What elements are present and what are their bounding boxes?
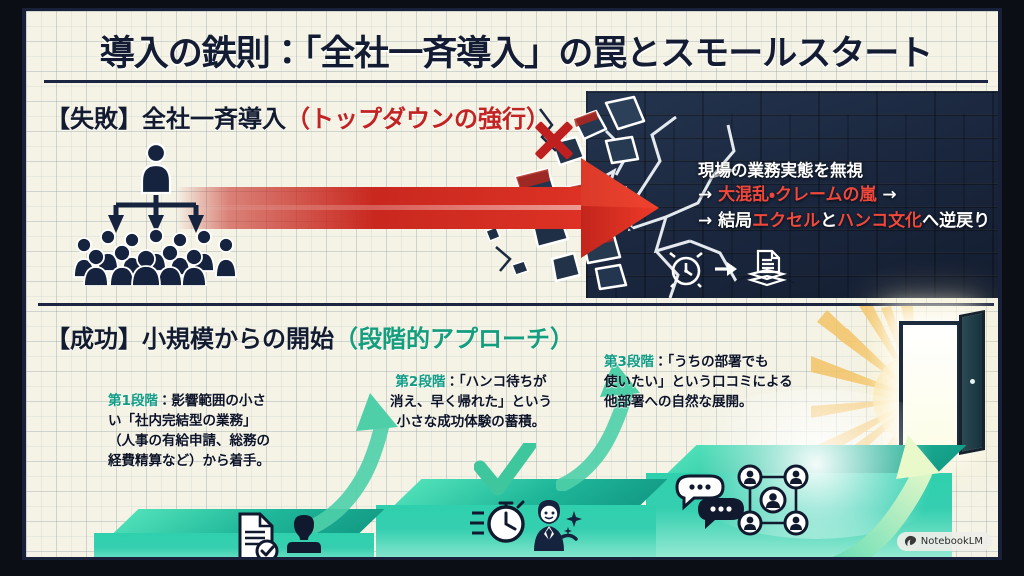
step-2-text: 第2段階：「ハンコ待ちが 消え、早く帰れた」という 小さな成功体験の蓄積。 — [371, 373, 571, 433]
step-3-line-2: 使いたい」という口コミによる — [604, 373, 793, 390]
step-1-line-2: い「社内完結型の業務」 — [108, 412, 257, 429]
failure-wall-text: 現場の業務実態を無視 → 大混乱・クレームの嵐 → → 結局エクセルとハンコ文化… — [698, 158, 998, 235]
alarm-clock-icon — [669, 251, 703, 288]
notebooklm-icon — [904, 535, 916, 547]
document-check-icon — [238, 512, 279, 557]
step-2-line-3: 小さな成功体験の蓄積。 — [396, 413, 546, 430]
step-1-tag: 第1段階 — [108, 393, 158, 409]
rising-arrow-icon — [832, 435, 940, 557]
green-check-icon — [474, 443, 536, 496]
watermark-label: NotebookLM — [920, 536, 983, 547]
green-arrow-1-to-2 — [306, 393, 398, 533]
line3-accent-1: エクセル — [752, 210, 821, 231]
line2-prefix: → — [698, 185, 719, 206]
failure-wall-line-2: → 大混乱・クレームの嵐 → — [698, 183, 998, 209]
section-divider — [38, 303, 994, 306]
line3-suffix: へ逆戻り — [922, 210, 991, 231]
line3-mid: と — [820, 210, 838, 231]
people-network-icon — [737, 464, 809, 536]
green-arrow-2-to-3 — [556, 361, 640, 491]
step-1-line-3: （人事の有給申請、総務の — [108, 432, 270, 449]
failure-heading-accent: （トップダウンの強行） — [286, 105, 550, 133]
step-1-rest-1: ：影響範囲の小さ — [157, 393, 266, 409]
red-arrow-icon — [581, 158, 659, 258]
line2-suffix: → — [876, 185, 897, 206]
step-3-rest-1: ：「うちの部署でも — [653, 354, 769, 370]
success-heading-accent: （段階的アプローチ） — [334, 325, 574, 353]
line2-accent: 大混乱・クレームの嵐 — [718, 185, 877, 206]
open-door-icon — [899, 321, 961, 449]
step-3-line-3: 他部署への自然な展開。 — [604, 393, 753, 410]
red-arrow-shaft — [176, 187, 616, 229]
step-1-line-1: 第1段階：影響範囲の小さ — [108, 392, 308, 412]
slide-board: 導入の鉄則：「全社一斉導入」の罠とスモールスタート — [22, 8, 1002, 560]
step-2-tag: 第2段階 — [395, 374, 446, 390]
step-2-rest-1: ：「ハンコ待ちが — [445, 374, 547, 390]
step-2-line-1: 第2段階：「ハンコ待ちが — [371, 373, 571, 393]
happy-businessperson-icon — [534, 500, 582, 551]
failure-wall-line-3: → 結局エクセルとハンコ文化へ逆戻り — [698, 209, 998, 235]
wall-brick-pattern — [586, 91, 998, 298]
failure-wall-line-1: 現場の業務実態を無視 — [698, 161, 863, 180]
step-1-line-4: 経費精算など）から着手。 — [108, 452, 270, 469]
step-1-text: 第1段階：影響範囲の小さ い「社内完結型の業務」 （人事の有給申請、総務の 経費… — [108, 392, 308, 472]
arrow-right-icon — [715, 262, 737, 276]
speech-bubbles-icon — [675, 474, 744, 529]
success-heading-main: 【成功】小規模からの開始 — [46, 325, 334, 353]
step-3-text: 第3段階：「うちの部署でも 使いたい」という口コミによる 他部署への自然な展開。 — [604, 353, 834, 413]
org-chart-people-icon — [73, 142, 237, 286]
line3-accent-2: ハンコ文化 — [837, 210, 923, 231]
step-3-line-1: 第3段階：「うちの部署でも — [604, 353, 834, 373]
stopwatch-icon — [470, 500, 525, 543]
wall-cracks-icon — [586, 115, 797, 298]
success-heading: 【成功】小規模からの開始（段階的アプローチ） — [46, 319, 574, 354]
failure-heading: 【失敗】全社一斉導入（トップダウンの強行） — [46, 99, 550, 134]
step-2-line-2: 消え、早く帰れた」という — [390, 393, 552, 410]
stamp-icon — [287, 515, 321, 553]
watermark: NotebookLM — [896, 532, 992, 551]
failure-consequence-icons — [666, 249, 788, 289]
door-knob-icon — [970, 379, 975, 384]
step-platform-1 — [94, 509, 394, 557]
title-divider — [44, 80, 988, 83]
page-title: 導入の鉄則：「全社一斉導入」の罠とスモールスタート — [99, 34, 934, 74]
paper-stack-icon — [746, 249, 788, 287]
line3-prefix: → 結局 — [698, 210, 753, 231]
step-3-tag: 第3段階 — [604, 354, 654, 370]
failure-heading-main: 【失敗】全社一斉導入 — [46, 105, 286, 133]
